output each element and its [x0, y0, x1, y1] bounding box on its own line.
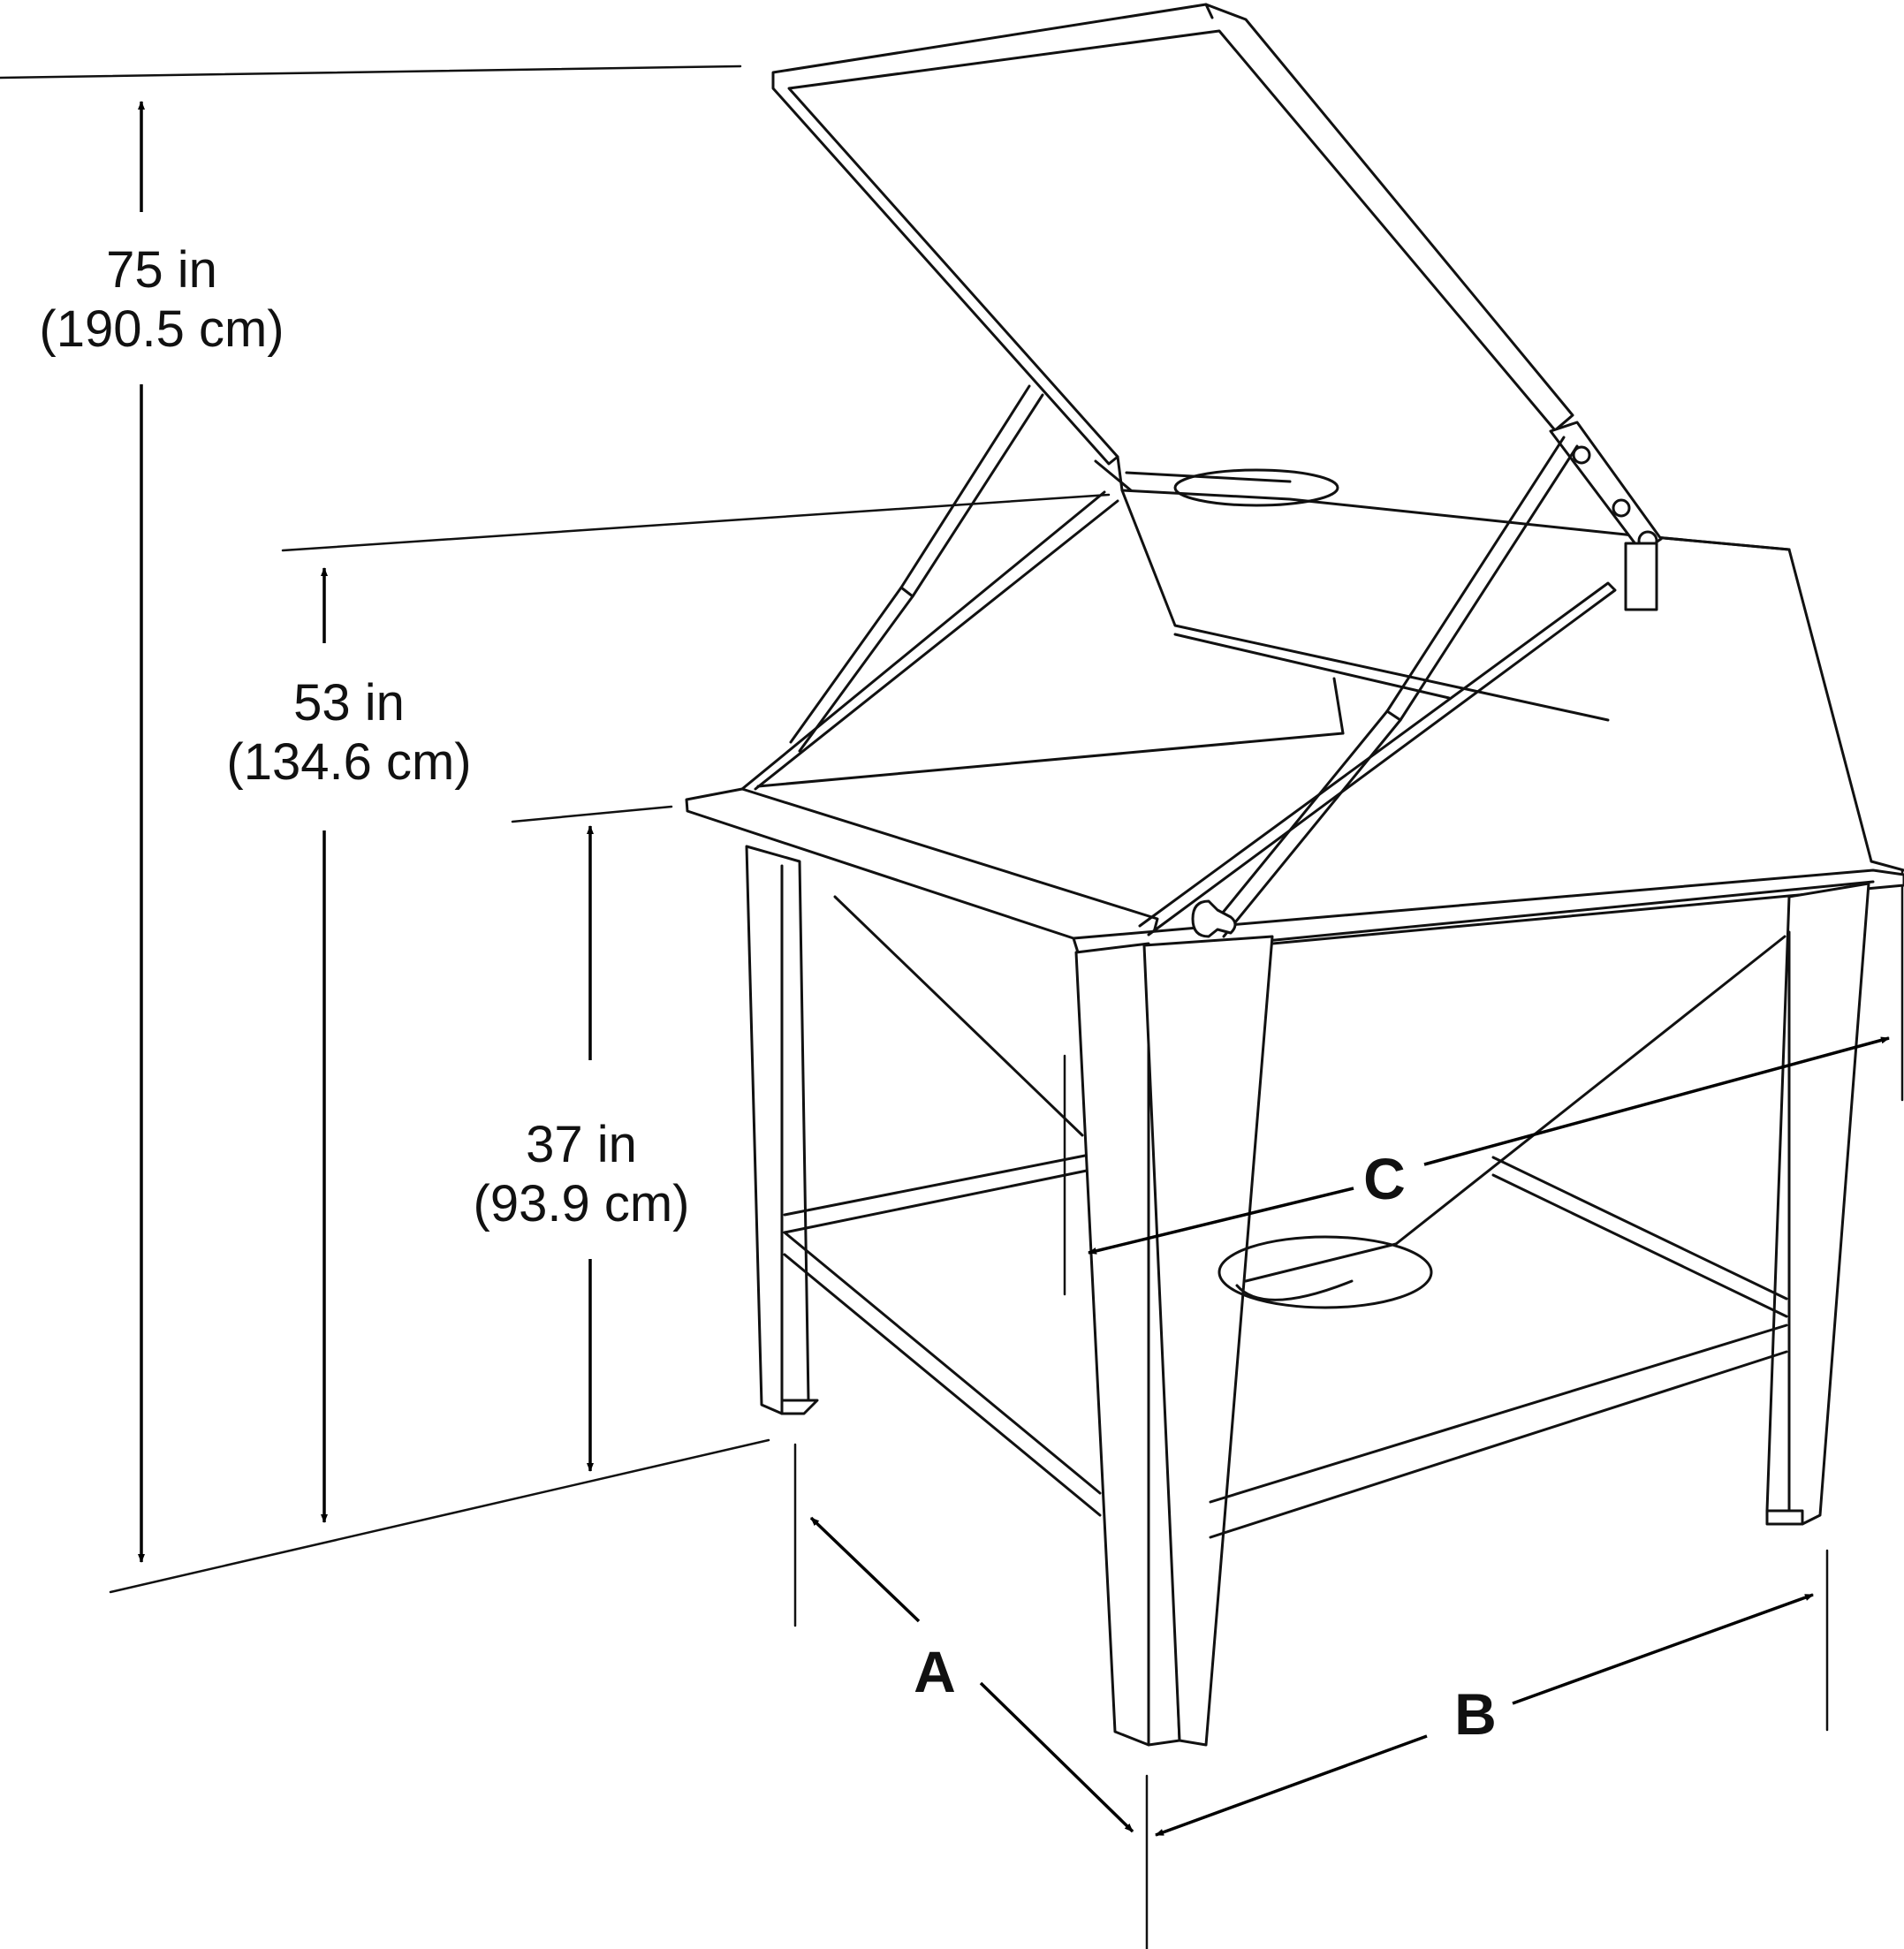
overall-height-metric: (190.5 cm): [39, 300, 284, 358]
stand-frame: [745, 845, 1870, 1747]
width-arrow-right: [1512, 1593, 1814, 1705]
dimension-arrows: [138, 101, 1890, 1837]
depth-arrow-bottom: [979, 1681, 1134, 1833]
hopper-lid: [771, 3, 1574, 466]
hopper-body: [685, 455, 1904, 956]
leg-height-metric: (93.9 cm): [474, 1175, 690, 1232]
hopper-height-metric: (134.6 cm): [226, 733, 471, 791]
lid-struts: [789, 384, 1579, 938]
width-arrow-left: [1155, 1734, 1428, 1837]
depth-arrow-top: [809, 1516, 921, 1623]
overall-height-imperial: 75 in: [106, 241, 217, 299]
leg-height-imperial: 37 in: [526, 1116, 637, 1173]
diagonal-label: C: [1363, 1146, 1406, 1211]
diagonal-arrow-right: [1423, 1036, 1890, 1166]
diagonal-arrow-left: [1088, 1187, 1354, 1255]
depth-label: A: [914, 1639, 956, 1704]
dimension-labels: 75 in (190.5 cm) 53 in (134.6 cm) 37 in …: [39, 241, 1496, 1747]
width-label: B: [1454, 1681, 1497, 1747]
hopper-height-imperial: 53 in: [293, 674, 405, 732]
lid-hinge: [1549, 421, 1663, 611]
